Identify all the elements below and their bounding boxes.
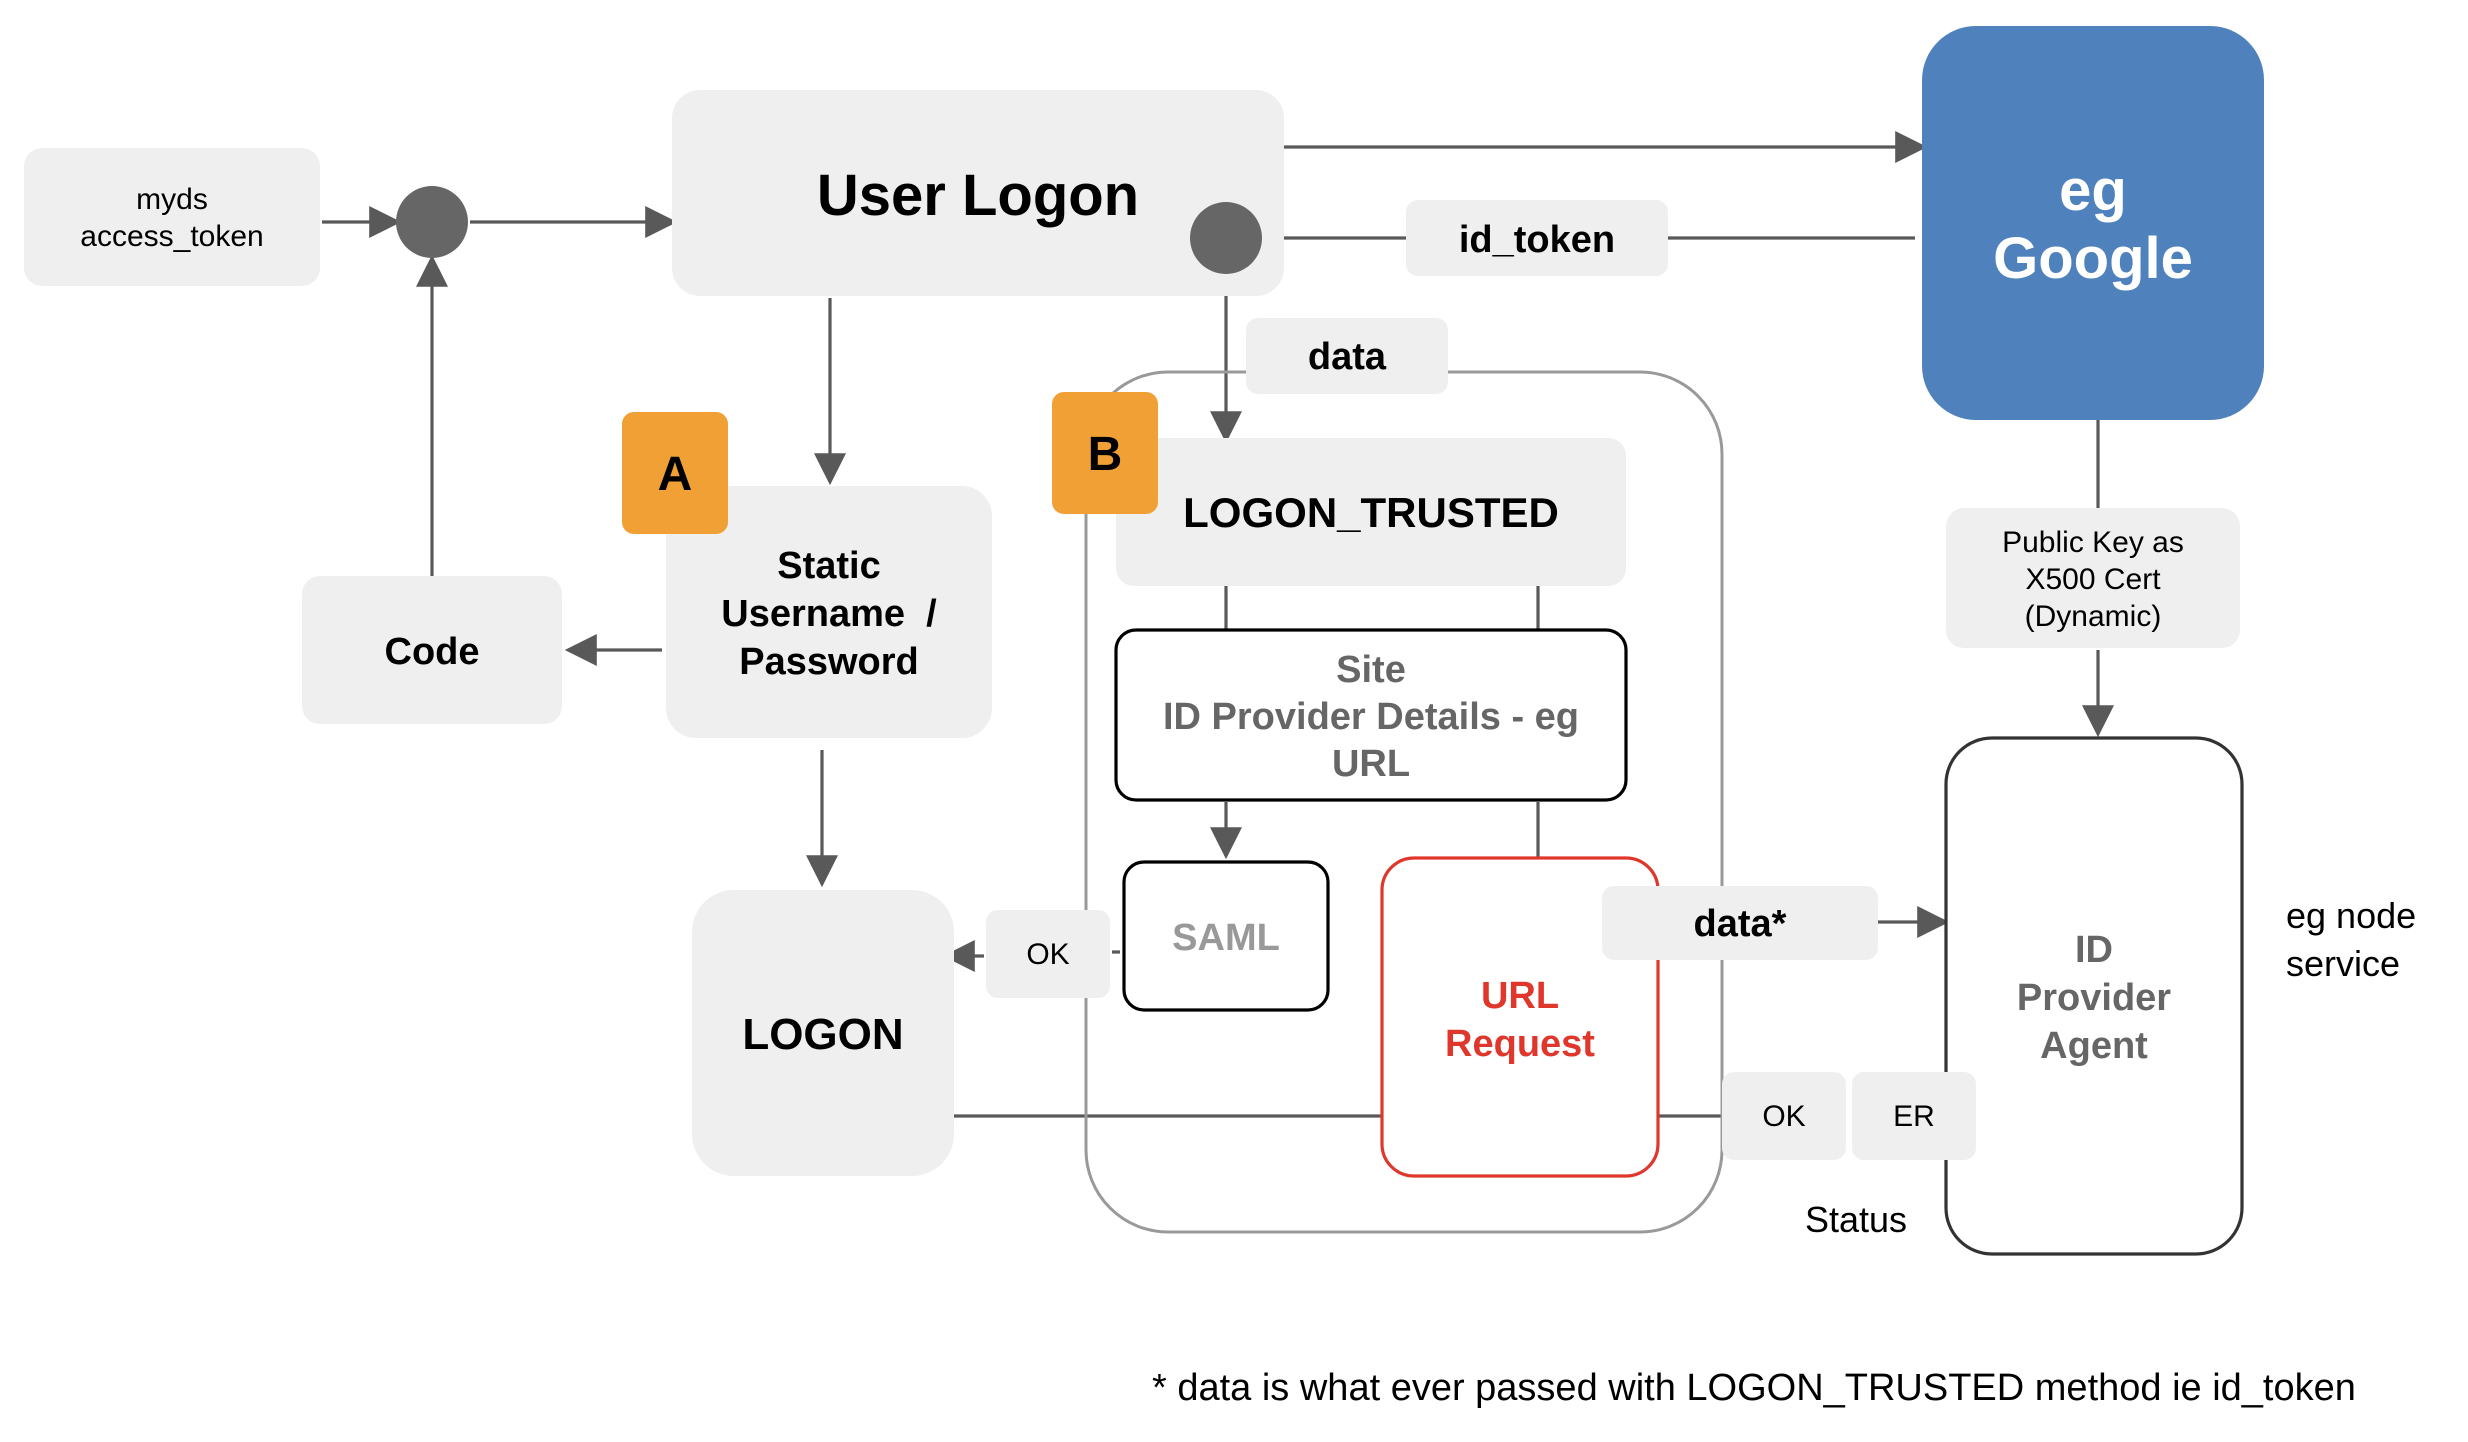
id-provider-line-3: Agent <box>2040 1025 2148 1067</box>
static-line-2: Username / <box>721 593 937 635</box>
url-request-line-2: Request <box>1445 1023 1595 1065</box>
node-code: Code <box>302 576 562 724</box>
node-static: Static Username / Password <box>666 486 992 738</box>
node-logon-trusted: LOGON_TRUSTED <box>1116 438 1626 586</box>
saml-label: SAML <box>1172 917 1280 959</box>
google-line-2: Google <box>1993 226 2193 291</box>
node-public-key: Public Key as X500 Cert (Dynamic) <box>1946 508 2240 648</box>
node-data-top: data <box>1246 318 1448 394</box>
static-line-1: Static <box>777 545 880 587</box>
node-id-token: id_token <box>1406 200 1668 276</box>
join-node-user-logon <box>1190 202 1262 274</box>
ok-left-label: OK <box>1026 938 1069 971</box>
node-logon: LOGON <box>692 890 954 1176</box>
eg-node-note: eg node service <box>2286 895 2416 984</box>
node-myds: myds access_token <box>24 148 320 286</box>
myds-line-2: access_token <box>80 220 263 253</box>
site-line-2: ID Provider Details - eg <box>1163 696 1579 738</box>
public-key-line-3: (Dynamic) <box>2025 600 2162 633</box>
id-token-label: id_token <box>1459 219 1615 261</box>
eg-node-line-2: service <box>2286 943 2400 984</box>
node-url-request: URL Request <box>1380 856 1660 1178</box>
site-line-3: URL <box>1332 743 1410 785</box>
node-data-star: data* <box>1602 886 1878 960</box>
node-ok-status: OK <box>1722 1072 1846 1160</box>
google-line-1: eg <box>2059 158 2127 223</box>
id-provider-line-1: ID <box>2075 929 2113 971</box>
node-saml: SAML <box>1122 860 1330 1012</box>
badge-a-label: A <box>658 448 693 501</box>
node-er-status: ER <box>1852 1072 1976 1160</box>
data-star-label: data* <box>1694 903 1787 945</box>
node-ok-left: OK <box>986 910 1110 998</box>
ok-status-label: OK <box>1762 1100 1805 1133</box>
myds-line-1: myds <box>136 183 208 216</box>
footnote: * data is what ever passed with LOGON_TR… <box>1152 1367 2356 1409</box>
node-user-logon: User Logon <box>672 90 1284 296</box>
user-logon-label: User Logon <box>817 163 1139 228</box>
code-label: Code <box>385 631 480 673</box>
node-google: eg Google <box>1922 26 2264 420</box>
id-provider-line-2: Provider <box>2017 977 2171 1019</box>
logon-label: LOGON <box>742 1010 903 1059</box>
logon-trusted-label: LOGON_TRUSTED <box>1183 489 1559 536</box>
er-status-label: ER <box>1893 1100 1935 1133</box>
badge-a: A <box>622 412 728 534</box>
site-line-1: Site <box>1336 649 1406 691</box>
join-node-left <box>396 186 468 258</box>
data-top-label: data <box>1308 336 1387 378</box>
public-key-line-2: X500 Cert <box>2025 563 2161 596</box>
badge-b: B <box>1052 392 1158 514</box>
eg-node-line-1: eg node <box>2286 895 2416 936</box>
status-label: Status <box>1805 1199 1907 1240</box>
node-id-provider: ID Provider Agent <box>1944 736 2244 1256</box>
node-site: Site ID Provider Details - eg URL <box>1114 628 1628 802</box>
badge-b-label: B <box>1088 428 1123 481</box>
url-request-line-1: URL <box>1481 975 1559 1017</box>
public-key-line-1: Public Key as <box>2002 526 2184 559</box>
static-line-3: Password <box>739 641 919 683</box>
